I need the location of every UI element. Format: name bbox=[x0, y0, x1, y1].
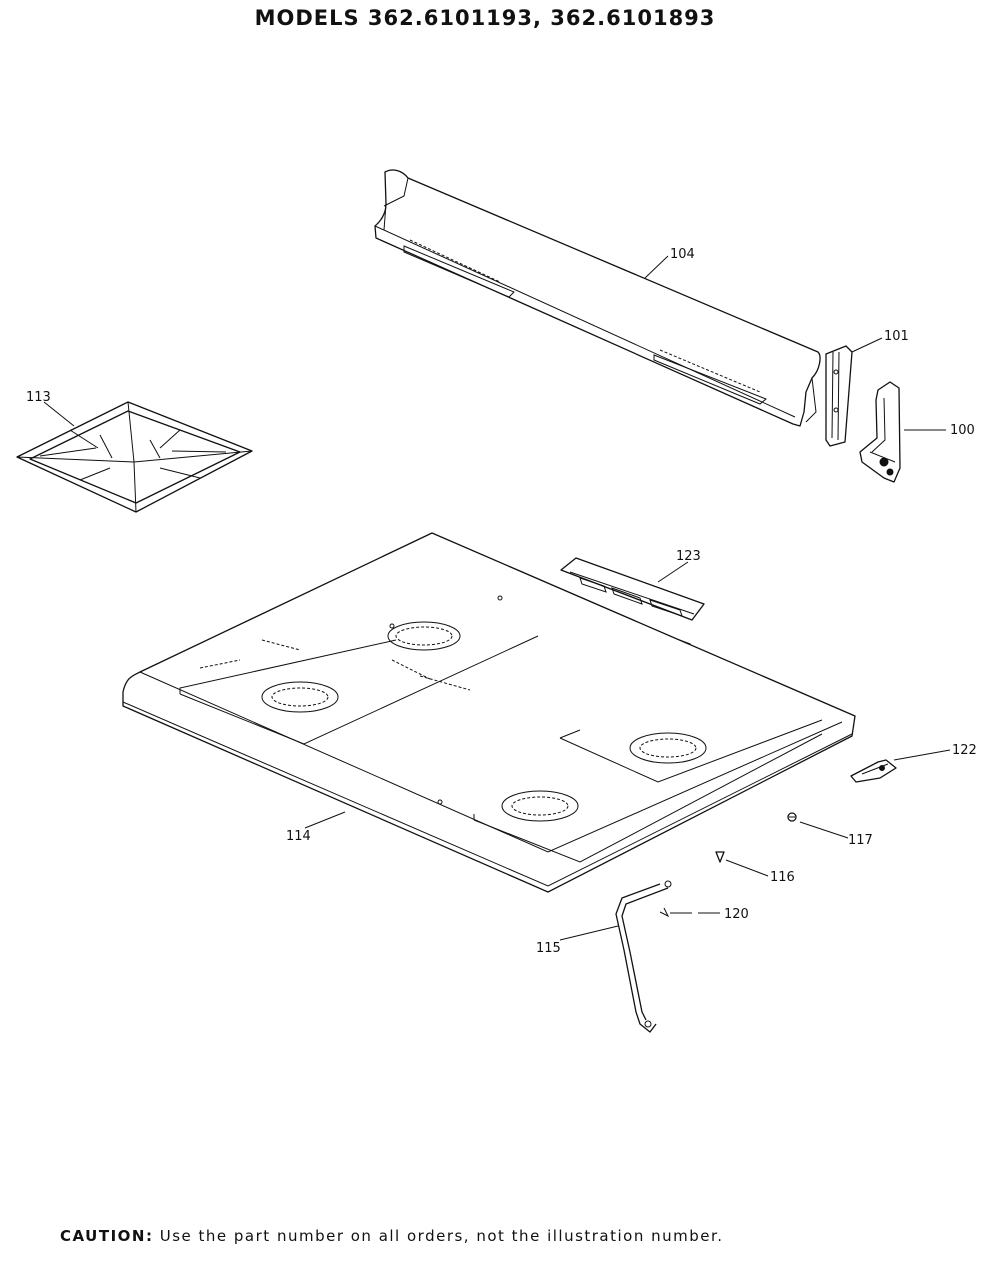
support-rod-part bbox=[615, 880, 672, 1033]
callout-117-label: 117 bbox=[848, 833, 873, 848]
side-bracket-part bbox=[825, 345, 853, 447]
callout-122-label: 122 bbox=[952, 743, 977, 758]
backguard-panel-part bbox=[374, 169, 821, 427]
caution-footer: CAUTION: Use the part number on all orde… bbox=[60, 1227, 980, 1245]
page-title: MODELS 362.6101193, 362.6101893 bbox=[254, 6, 716, 30]
callout-120-label: 120 bbox=[724, 907, 749, 922]
caution-text: Use the part number on all orders, not t… bbox=[159, 1227, 724, 1245]
callout-100-label: 100 bbox=[950, 423, 975, 438]
leader-lines bbox=[43, 255, 951, 941]
fastener-120-part bbox=[659, 907, 670, 918]
caution-label: CAUTION: bbox=[60, 1227, 154, 1245]
end-cap-part bbox=[859, 381, 901, 483]
screw-116-part bbox=[715, 851, 725, 863]
callout-116-label: 116 bbox=[770, 870, 795, 885]
callout-101-label: 101 bbox=[884, 329, 909, 344]
burner-grate-part bbox=[16, 401, 253, 513]
cooktop-main-top-part bbox=[122, 532, 856, 893]
callout-104-label: 104 bbox=[670, 247, 695, 262]
callout-123-label: 123 bbox=[676, 549, 701, 564]
screw-117-part bbox=[787, 812, 797, 822]
callout-114-label: 114 bbox=[286, 829, 311, 844]
callout-113-label: 113 bbox=[26, 390, 51, 405]
callout-115-label: 115 bbox=[536, 941, 561, 956]
clip-part bbox=[850, 759, 897, 783]
